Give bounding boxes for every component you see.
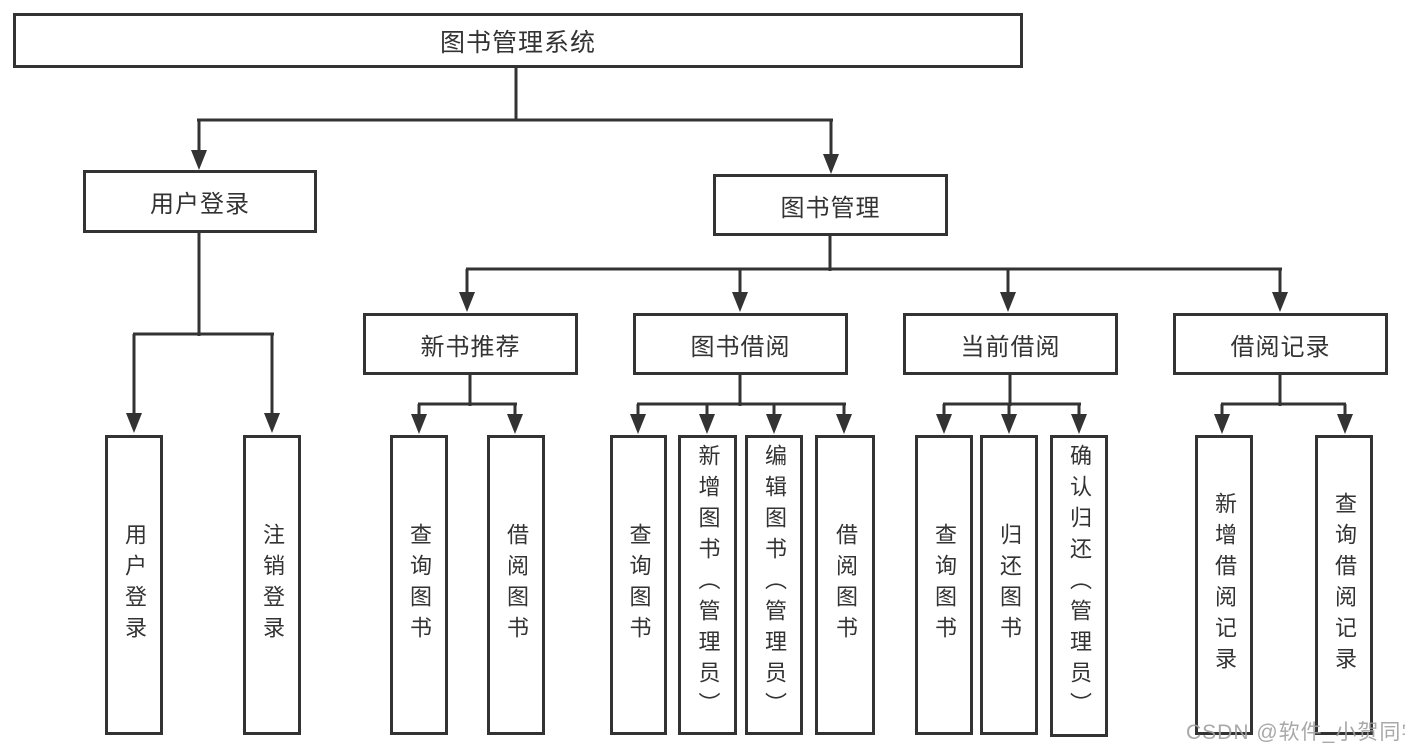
connector-new-book-children: [411, 375, 523, 434]
leaf-query-books-current: 查询图书: [915, 435, 973, 735]
node-label: 借阅图书: [504, 523, 529, 647]
node-label: 新书推荐: [420, 333, 521, 361]
node-label: 查询图书: [932, 523, 957, 647]
leaf-logout: 注销登录: [243, 435, 301, 735]
connector-book-mgmt-children: [459, 236, 1288, 312]
leaf-query-books-recommend: 查询图书: [390, 435, 448, 735]
leaf-add-borrow-record: 新增借阅记录: [1195, 435, 1253, 735]
connector-book-borrow-children: [630, 375, 852, 434]
leaf-add-books-admin: 新增图书（管理员）: [678, 435, 737, 735]
node-label: 图书管理: [780, 194, 881, 222]
csdn-watermark: CSDN @软件_小贺同学: [1186, 721, 1405, 744]
leaf-confirm-return-admin: 确认归还（管理员）: [1050, 435, 1108, 737]
connector-root-to-level2: [191, 68, 839, 174]
leaf-query-borrow-record: 查询借阅记录: [1315, 435, 1373, 735]
leaf-user-login: 用户登录: [105, 435, 163, 735]
node-label: 查询图书: [626, 523, 652, 647]
node-label: 借阅记录: [1230, 333, 1331, 361]
leaf-edit-books-admin: 编辑图书（管理员）: [745, 435, 803, 735]
node-label: 用户登录: [122, 523, 147, 647]
node-borrow-records: 借阅记录: [1173, 313, 1388, 375]
node-label: 确认归还（管理员）: [1067, 444, 1092, 723]
connector-user-login-children: [126, 233, 280, 433]
node-label: 借阅图书: [833, 523, 858, 647]
connector-current-borrow-children: [936, 375, 1087, 434]
node-book-management: 图书管理: [713, 174, 948, 236]
node-label: 图书借阅: [690, 333, 791, 361]
node-label: 新增图书（管理员）: [695, 444, 721, 723]
node-label: 新增借阅记录: [1212, 492, 1237, 678]
node-current-borrow: 当前借阅: [903, 313, 1118, 375]
leaf-query-books-borrow: 查询图书: [610, 435, 667, 735]
node-label: 图书管理系统: [439, 28, 596, 57]
node-label: 查询图书: [407, 523, 432, 647]
node-label: 当前借阅: [960, 333, 1061, 361]
node-root-system: 图书管理系统: [13, 13, 1023, 68]
node-label: 编辑图书（管理员）: [762, 444, 787, 723]
leaf-return-books: 归还图书: [980, 435, 1038, 735]
leaf-borrow-books: 借阅图书: [815, 435, 875, 735]
node-new-book-recommend: 新书推荐: [363, 313, 578, 375]
node-label: 查询借阅记录: [1332, 492, 1357, 678]
leaf-borrow-books-recommend: 借阅图书: [487, 435, 545, 735]
connector-borrow-records-children: [1214, 375, 1353, 434]
node-label: 归还图书: [997, 523, 1022, 647]
node-label: 注销登录: [260, 523, 285, 647]
node-book-borrow: 图书借阅: [633, 313, 848, 375]
node-user-login: 用户登录: [83, 170, 317, 233]
node-label: 用户登录: [150, 191, 250, 218]
